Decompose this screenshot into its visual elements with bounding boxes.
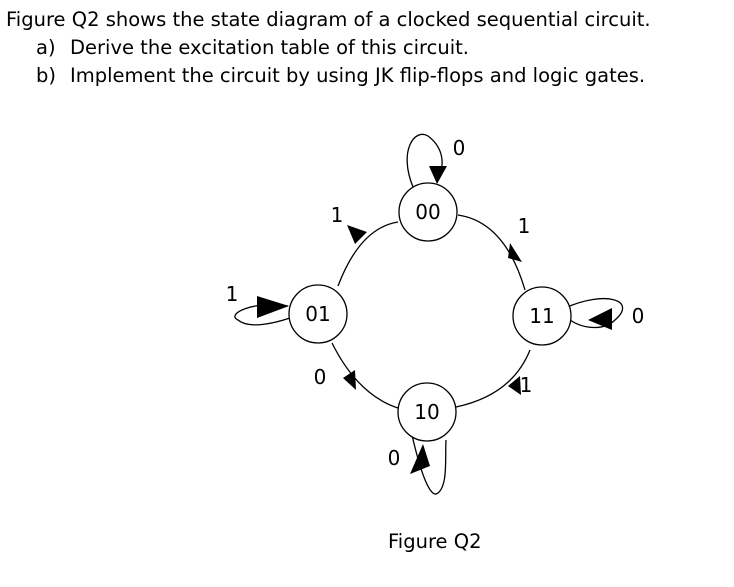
part-b-text: Implement the circuit by using JK flip-f… [70,64,646,87]
edge-label-00-self: 0 [453,136,466,160]
question-intro: Figure Q2 shows the state diagram of a c… [6,8,651,31]
state-label-01: 01 [305,302,330,326]
figure-caption: Figure Q2 [388,530,482,553]
edge-label-10-to-11: 1 [520,373,533,397]
arrowhead-self-loop-11 [588,308,612,330]
question-part-a: a) Derive the excitation table of this ci… [6,34,726,62]
edge-label-01-self: 1 [226,282,239,306]
state-node-00 [398,182,458,242]
arrowhead-10-to-11 [508,376,521,395]
question-part-b: b) Implement the circuit by using JK flip… [6,62,726,90]
edge-00-to-01 [337,221,399,287]
state-label-11: 11 [529,304,554,328]
state-label-00: 00 [415,200,440,224]
arrowhead-00-to-01 [347,225,367,244]
part-a-letter: a) [36,36,56,59]
edge-label-10-self: 0 [388,446,401,470]
edge-label-11-self: 0 [632,304,645,328]
edge-label-11-to-00: 1 [518,214,531,238]
arrowhead-01-to-10 [343,370,356,390]
part-a-text: Derive the excitation table of this circ… [70,36,469,59]
state-node-01 [288,284,348,344]
edge-01-to-10 [331,342,399,409]
part-b-letter: b) [36,64,56,87]
arrowhead-11-to-00 [508,243,522,262]
state-node-10 [397,382,457,442]
edge-label-01-to-10: 0 [314,365,327,389]
state-label-10: 10 [414,400,439,424]
arrowhead-self-loop-01 [257,296,289,318]
self-loop-00 [406,133,443,188]
arrowhead-self-loop-10 [410,444,430,474]
self-loop-11 [564,297,623,329]
arrowhead-self-loop-00 [429,166,447,184]
question-text: Figure Q2 shows the state diagram of a c… [6,6,726,90]
edge-10-to-11 [455,349,531,408]
edge-11-to-00 [457,214,526,291]
state-node-11 [512,286,572,346]
edge-label-00-to-01: 1 [331,203,344,227]
